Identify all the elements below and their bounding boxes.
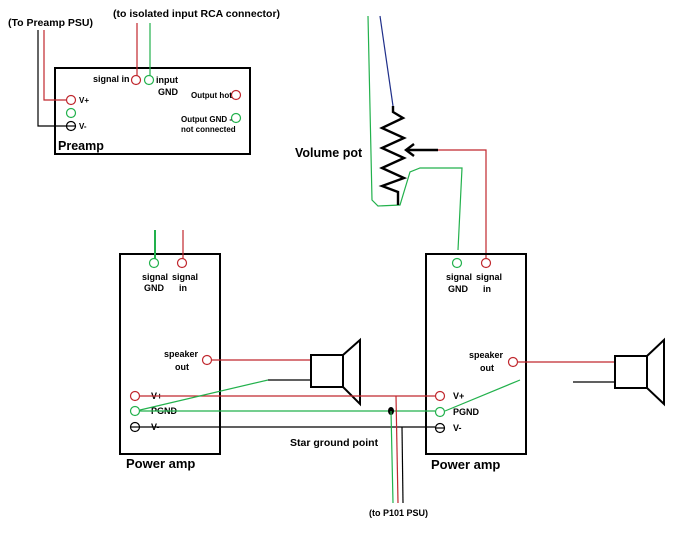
- label-star-ground: Star ground point: [290, 437, 379, 449]
- label-left-amp-speaker-out-2: out: [175, 362, 189, 372]
- label-preamp-output-gnd-1: Output GND -: [181, 115, 232, 124]
- label-right-amp-pgnd: PGND: [453, 407, 480, 417]
- label-preamp-vminus: V-: [79, 122, 87, 131]
- right-amp-signal-in-terminal: [480, 257, 492, 269]
- preamp-input-gnd-terminal: [143, 74, 155, 86]
- label-left-amp-title: Power amp: [126, 456, 195, 471]
- label-p101-psu: (to P101 PSU): [369, 508, 428, 518]
- pot-resistor: [378, 106, 408, 205]
- right-amp-box: [425, 253, 527, 455]
- label-left-amp-signal-gnd-1: signal: [142, 272, 168, 282]
- label-right-amp-title: Power amp: [431, 457, 500, 472]
- left-speaker-magnet: [310, 354, 344, 388]
- label-left-amp-speaker-out-1: speaker: [164, 349, 199, 359]
- right-speaker-ground-wire: [444, 379, 521, 412]
- preamp-output-hot-terminal: [230, 89, 242, 101]
- right-speaker-cone: [646, 337, 665, 407]
- label-right-amp-signal-gnd-1: signal: [446, 272, 472, 282]
- left-speaker-cone: [342, 337, 361, 407]
- label-right-amp-signal-in-2: in: [483, 284, 491, 294]
- preamp-box: [54, 67, 251, 155]
- label-preamp-input-gnd-1: input: [156, 75, 178, 85]
- label-right-amp-vminus: V-: [453, 423, 462, 433]
- preamp-signal-in-terminal: [130, 74, 142, 86]
- label-preamp-output-gnd-2: not connected: [181, 125, 236, 134]
- psu-wire-red: [395, 395, 399, 504]
- right-amp-signal-gnd-terminal: [451, 257, 463, 269]
- right-amp-pgnd-terminal: [434, 406, 446, 418]
- label-preamp-title: Preamp: [58, 139, 104, 153]
- label-right-amp-speaker-out-1: speaker: [469, 350, 504, 360]
- label-right-amp-signal-gnd-2: GND: [448, 284, 469, 294]
- pot-wiper-signal-wire: [438, 149, 487, 258]
- right-amp-speaker-out-terminal: [507, 356, 519, 368]
- right-speaker-magnet: [614, 355, 648, 389]
- psu-wire-black: [401, 426, 404, 504]
- left-speaker-ground-wire: [139, 379, 269, 411]
- left-amp-signal-gnd-terminal: [148, 257, 160, 269]
- preamp-gnd-terminal: [65, 107, 77, 119]
- label-left-amp-signal-in-1: signal: [172, 272, 198, 282]
- preamp-output-gnd-terminal: [230, 112, 242, 124]
- pot-top-wire-blue: [379, 15, 394, 107]
- label-preamp-psu: (To Preamp PSU): [8, 17, 93, 29]
- label-preamp-signal-in: signal in: [93, 74, 130, 84]
- preamp-vplus-wire: [43, 30, 66, 101]
- psu-wire-green: [390, 410, 394, 504]
- label-isolated-rca: (to isolated input RCA connector): [113, 8, 280, 20]
- label-right-amp-speaker-out-2: out: [480, 363, 494, 373]
- preamp-vminus-wire: [37, 30, 66, 127]
- label-volume-pot: Volume pot: [295, 146, 363, 160]
- right-amp-vplus-terminal: [434, 390, 446, 402]
- left-amp-vplus-terminal: [129, 390, 141, 402]
- label-preamp-output-hot: Output hot: [191, 91, 232, 100]
- preamp-vplus-terminal: [65, 94, 77, 106]
- label-right-amp-vplus: V+: [453, 391, 464, 401]
- pot-ground-wire: [367, 15, 463, 251]
- pot-wiper-arrowhead: [404, 143, 415, 157]
- label-preamp-vplus: V+: [79, 96, 89, 105]
- label-left-amp-signal-in-2: in: [179, 283, 187, 293]
- label-left-amp-signal-gnd-2: GND: [144, 283, 165, 293]
- left-amp-speaker-out-terminal: [201, 354, 213, 366]
- left-amp-pgnd-terminal: [129, 405, 141, 417]
- left-amp-box: [119, 253, 221, 455]
- label-preamp-input-gnd-2: GND: [158, 87, 179, 97]
- label-right-amp-signal-in-1: signal: [476, 272, 502, 282]
- left-amp-signal-in-terminal: [176, 257, 188, 269]
